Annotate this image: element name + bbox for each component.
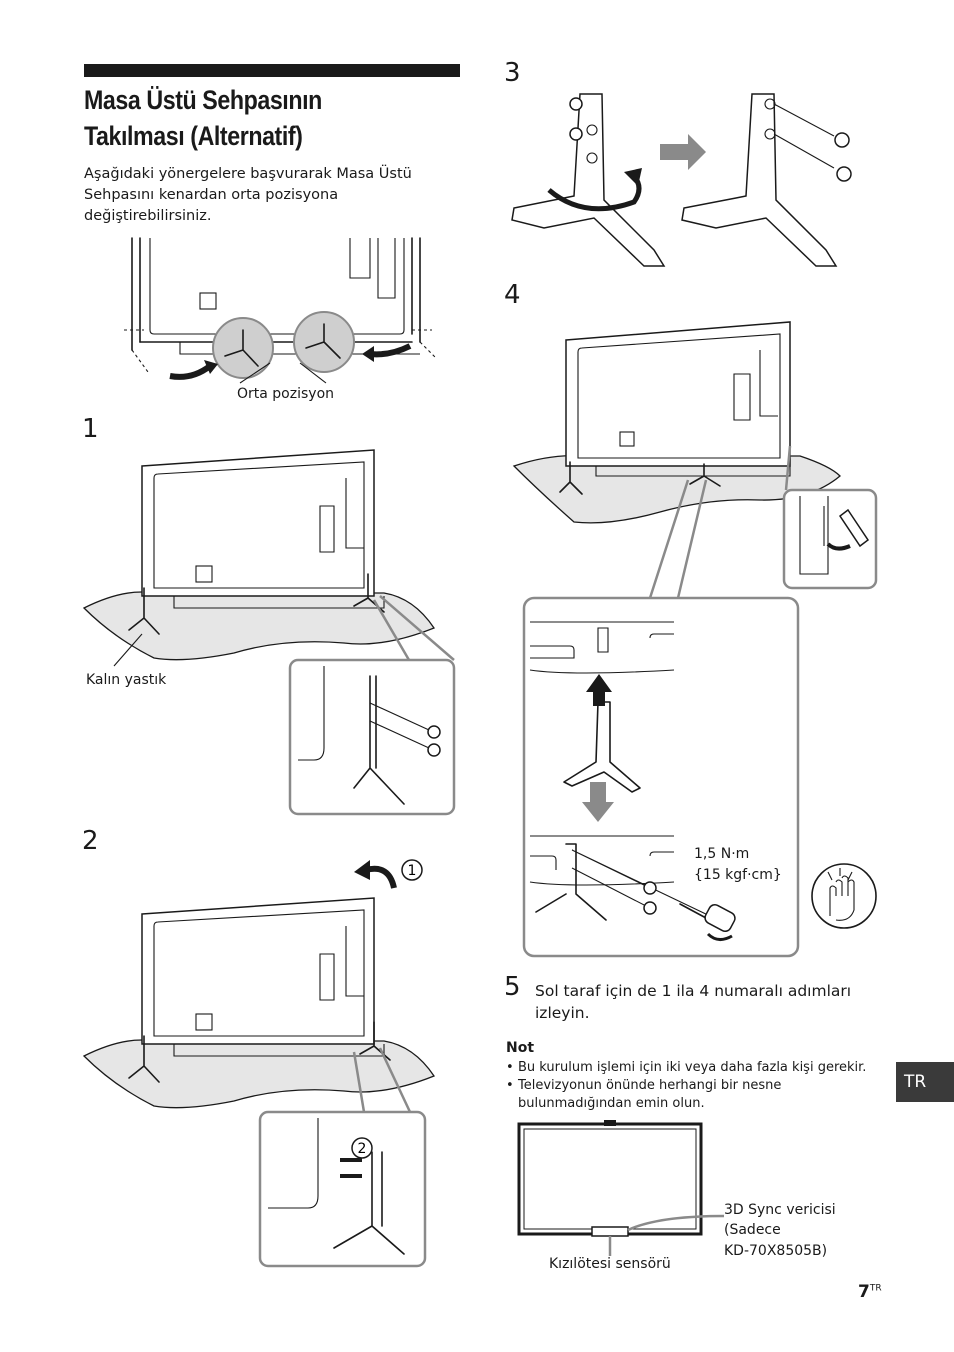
- page-number-suffix: TR: [869, 1283, 882, 1294]
- page-title: Masa Üstü Sehpasının Takılması (Alternat…: [84, 82, 411, 154]
- orta-pozisyon-label: Orta pozisyon: [237, 386, 335, 402]
- screw-icon: [834, 132, 852, 182]
- note-item: Bu kurulum işlemi için iki veya daha faz…: [506, 1059, 886, 1077]
- title-rule: [84, 64, 460, 77]
- sync-label-line1: 3D Sync vericisi: [724, 1202, 836, 1218]
- step-4-number: 4: [504, 280, 521, 310]
- step-3-number: 3: [504, 58, 521, 88]
- page-title-line1: Masa Üstü Sehpasının: [84, 85, 322, 115]
- step-1-number: 1: [82, 414, 99, 444]
- screw-icon: [643, 881, 657, 915]
- step-2-illustration: 1 2: [82, 859, 435, 1268]
- step-3-illustration: [511, 93, 852, 267]
- step-4-illustration: [512, 321, 878, 958]
- step-5-number: 5: [504, 972, 521, 1002]
- down-arrow-icon: [582, 782, 614, 822]
- screw-icon: [427, 725, 441, 757]
- note-list: Bu kurulum işlemi için iki veya daha faz…: [506, 1059, 886, 1113]
- torque-nm: 1,5 N·m: [694, 846, 750, 862]
- rotate-arrow-icon: [365, 865, 397, 889]
- screwdriver-icon: [679, 903, 736, 933]
- kalin-yastik-label: Kalın yastık: [86, 672, 167, 688]
- circled-1: 1: [408, 863, 417, 879]
- note-title: Not: [506, 1040, 535, 1056]
- sync-label-line2: (Sadece: [724, 1222, 781, 1238]
- rotate-arrow-icon: [169, 363, 212, 380]
- sync-label-line3: KD-70X8505B): [724, 1243, 828, 1259]
- page-number: 7TR: [858, 1282, 882, 1302]
- step-2-number: 2: [82, 826, 99, 856]
- torque-kgfcm: {15 kgf·cm}: [694, 867, 782, 883]
- intro-text: Aşağıdaki yönergelere başvurarak Masa Üs…: [84, 166, 412, 224]
- page-number-value: 7: [858, 1282, 870, 1302]
- circled-2: 2: [358, 1141, 367, 1157]
- hand-warning-icon: [811, 863, 877, 929]
- intro-illustration: [124, 237, 437, 384]
- tv-front-illustration: [517, 1120, 725, 1256]
- step-5-text: Sol taraf için de 1 ila 4 numaralı adıml…: [535, 982, 852, 1022]
- right-arrow-icon: [660, 134, 706, 170]
- note-item: Televizyonun önünde herhangi bir nesne b…: [506, 1077, 886, 1113]
- page-title-line2: Takılması (Alternatif): [84, 121, 303, 151]
- language-tab: TR: [896, 1062, 954, 1102]
- ir-sensor-label: Kızılötesi sensörü: [549, 1256, 671, 1272]
- up-arrow-icon: [586, 674, 612, 706]
- step-1-illustration: [82, 449, 456, 816]
